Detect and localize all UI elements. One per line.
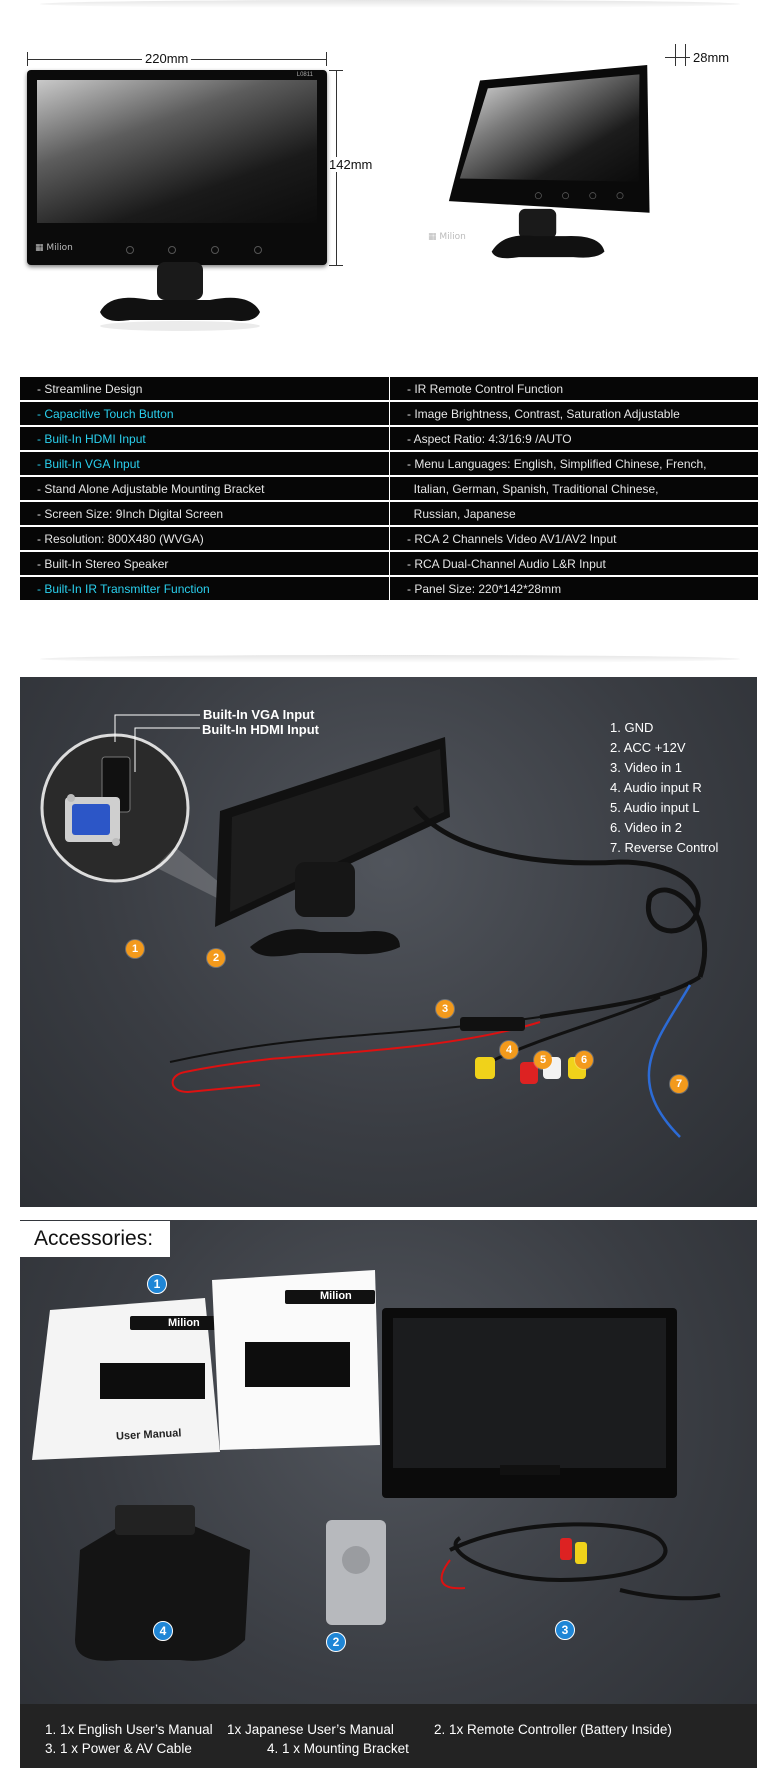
pin-item: 6. Video in 2 [610,820,683,835]
height-tick-top [329,70,343,71]
spec-row: - Built-In VGA Input- Menu Languages: En… [20,452,758,477]
spec-feature-left: - Resolution: 800X480 (WVGA) [20,527,389,551]
model-label: L0811 [296,72,313,78]
accessories-panel: User Manual Milion Milion 1 2 3 4 [20,1220,757,1768]
badge-manual: 1 [147,1274,167,1294]
spec-row: - Capacitive Touch Button- Image Brightn… [20,402,758,427]
height-tick-bottom [329,265,343,266]
pin-item: 4. Audio input R [610,780,702,795]
touch-button-2[interactable] [168,246,176,254]
pin-item: 1. GND [610,720,654,735]
section-divider [40,655,740,663]
badge-remote: 2 [326,1632,346,1652]
spec-table: - Streamline Design- IR Remote Control F… [20,377,758,602]
brand-logo-icon: ▦ [35,243,44,253]
monitor-stand-front [100,262,260,331]
footer-item-3: 3. 1 x Power & AV Cable [45,1741,192,1756]
brand-logo-side: ▦ Milion [428,232,466,242]
spec-feature-right: - IR Remote Control Function [390,377,758,401]
brand-logo: ▦ Milion [35,243,73,253]
badge-video2: 6 [575,1051,593,1069]
monitor-angled-view [448,65,650,259]
touch-button-3[interactable] [211,246,219,254]
touch-button-4[interactable] [254,246,262,254]
pin-list: 1. GND 2. ACC +12V 3. Video in 1 4. Audi… [610,718,718,858]
spec-feature-right: - RCA Dual-Channel Audio L&R Input [390,552,758,576]
manual-jp-brand: Milion [320,1290,352,1302]
pin-item: 3. Video in 1 [610,760,683,775]
spec-feature-left: - Screen Size: 9Inch Digital Screen [20,502,389,526]
spec-feature-left: - Built-In Stereo Speaker [20,552,389,576]
pin-item: 2. ACC +12V [610,740,686,755]
hdmi-callout-label: Built-In HDMI Input [202,722,319,737]
monitor-front-view: L0811 ▦ Milion [27,70,327,265]
footer-item-1b: 1x Japanese User’s Manual [227,1722,394,1737]
spec-feature-left: - Streamline Design [20,377,389,401]
spec-feature-right: - Aspect Ratio: 4:3/16:9 /AUTO [390,427,758,451]
badge-bracket: 4 [153,1621,173,1641]
pin-item: 7. Reverse Control [610,840,719,855]
touch-button-1[interactable] [126,246,134,254]
depth-line-left [675,44,676,66]
top-divider [40,0,740,8]
accessories-title: Accessories: [20,1221,170,1257]
footer-item-4: 4. 1 x Mounting Bracket [267,1741,409,1756]
monitor-screen [37,80,317,223]
connections-panel: Built-In VGA Input Built-In HDMI Input 1… [20,677,757,1207]
depth-label: 28mm [690,50,733,65]
spec-feature-right: - Image Brightness, Contrast, Saturation… [390,402,758,426]
depth-line-right [685,44,686,66]
accessories-illustration [32,1270,721,1661]
pin-item: 5. Audio input L [610,800,700,815]
brand-logo-side-icon: ▦ [428,232,437,242]
spec-feature-left: - Stand Alone Adjustable Mounting Bracke… [20,477,389,501]
accessories-footer: 1. 1x English User’s Manual 1x Japanese … [20,1704,757,1768]
brand-logo-side-text: Milion [439,232,466,242]
spec-row: - Screen Size: 9Inch Digital Screen Russ… [20,502,758,527]
spec-row: - Built-In HDMI Input- Aspect Ratio: 4:3… [20,427,758,452]
width-tick-right [326,52,327,66]
spec-row: - Stand Alone Adjustable Mounting Bracke… [20,477,758,502]
spec-feature-right: - Menu Languages: English, Simplified Ch… [390,452,758,476]
spec-feature-right: - RCA 2 Channels Video AV1/AV2 Input [390,527,758,551]
spec-row: - Streamline Design- IR Remote Control F… [20,377,758,402]
spec-row: - Built-In Stereo Speaker- RCA Dual-Chan… [20,552,758,577]
spec-row: - Resolution: 800X480 (WVGA)- RCA 2 Chan… [20,527,758,552]
connections-illustration [40,714,708,1138]
spec-row: - Built-In IR Transmitter Function- Pane… [20,577,758,602]
badge-acc: 2 [207,949,225,967]
badge-reverse: 7 [670,1075,688,1093]
height-label: 142mm [326,157,376,172]
spec-feature-right: Italian, German, Spanish, Traditional Ch… [390,477,758,501]
spec-feature-left: - Built-In HDMI Input [20,427,389,451]
spec-feature-right: - Panel Size: 220*142*28mm [390,577,758,601]
footer-item-1: 1. 1x English User’s Manual [45,1722,213,1737]
width-label: 220mm [142,51,192,66]
brand-logo-text: Milion [46,243,73,253]
width-tick-left [27,52,28,66]
footer-item-2: 2. 1x Remote Controller (Battery Inside) [434,1722,672,1737]
spec-feature-left: - Built-In IR Transmitter Function [20,577,389,601]
badge-cable: 3 [555,1620,575,1640]
spec-feature-right: Russian, Japanese [390,502,758,526]
vga-callout-label: Built-In VGA Input [203,707,315,722]
spec-feature-left: - Built-In VGA Input [20,452,389,476]
badge-gnd: 1 [126,940,144,958]
spec-feature-left: - Capacitive Touch Button [20,402,389,426]
badge-audio-l: 5 [534,1051,552,1069]
badge-audio-r: 4 [500,1041,518,1059]
badge-video1: 3 [436,1000,454,1018]
depth-arrow [665,57,693,58]
manual-en-brand: Milion [168,1317,200,1329]
